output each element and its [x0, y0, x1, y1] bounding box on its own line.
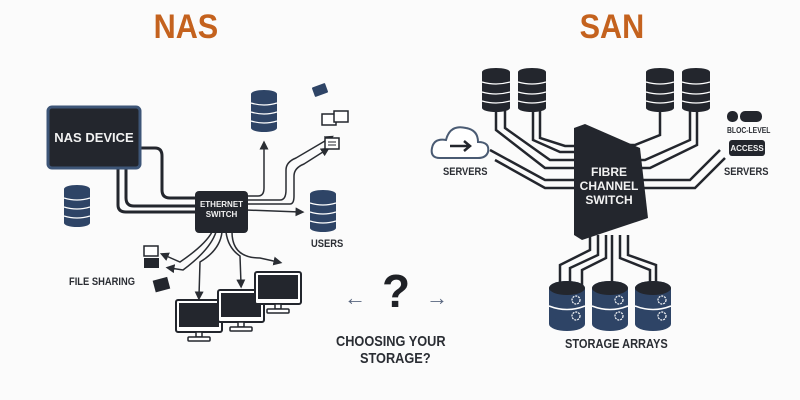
users-database-icon: [309, 189, 337, 233]
nas-arrows: [159, 135, 334, 301]
nas-device-box[interactable]: [46, 105, 142, 170]
storage-arrays-label: STORAGE ARRAYS: [565, 336, 668, 351]
cloud-icon: [430, 126, 490, 159]
nas-database-top-icon: [250, 89, 278, 133]
ethernet-switch-box[interactable]: [195, 191, 248, 233]
right-arrow-icon: →: [426, 285, 448, 310]
pill-icon: [727, 111, 738, 122]
choosing-line1: CHOOSING YOUR: [336, 333, 446, 350]
san-title: SAN: [579, 8, 645, 46]
fibre-channel-switch-box[interactable]: [574, 124, 648, 240]
pill-icon: [740, 111, 762, 122]
server-db-icon: [645, 67, 675, 113]
monitor-icon: [175, 299, 223, 342]
storage-array-icon: [548, 280, 586, 332]
server-db-icon: [481, 67, 511, 113]
fibre-switch-line1: FIBRE: [591, 165, 627, 179]
ethernet-switch-line1: ETHERNET: [199, 200, 244, 209]
fibre-switch-line3: SWITCH: [585, 193, 633, 207]
servers-right-label: SERVERS: [724, 166, 769, 178]
arrow-right-icon: [450, 140, 472, 152]
nas-cables: [116, 146, 200, 214]
question-mark: ?: [382, 265, 411, 317]
server-db-icon: [681, 67, 711, 113]
bloc-level-label: BLOC-LEVEL: [727, 126, 771, 135]
fibre-switch-line2: CHANNEL: [579, 179, 639, 193]
folder-icons: [143, 245, 171, 293]
nas-device-label: NAS DEVICE: [54, 130, 134, 145]
nas-title: NAS: [153, 8, 219, 46]
left-arrow-icon: ←: [344, 285, 366, 310]
document-icons: [311, 83, 349, 150]
servers-left-label: SERVERS: [443, 166, 488, 178]
choosing-line2: STORAGE?: [360, 350, 431, 367]
nas-database-icon: [63, 184, 91, 228]
access-badge: [729, 140, 765, 156]
access-label: ACCESS: [730, 144, 764, 153]
server-db-icon: [517, 67, 547, 113]
ethernet-switch-line2: SWITCH: [205, 210, 238, 219]
storage-array-icon: [634, 280, 672, 332]
file-sharing-label: FILE SHARING: [69, 276, 135, 288]
storage-array-icon: [591, 280, 629, 332]
users-label: USERS: [311, 238, 344, 250]
